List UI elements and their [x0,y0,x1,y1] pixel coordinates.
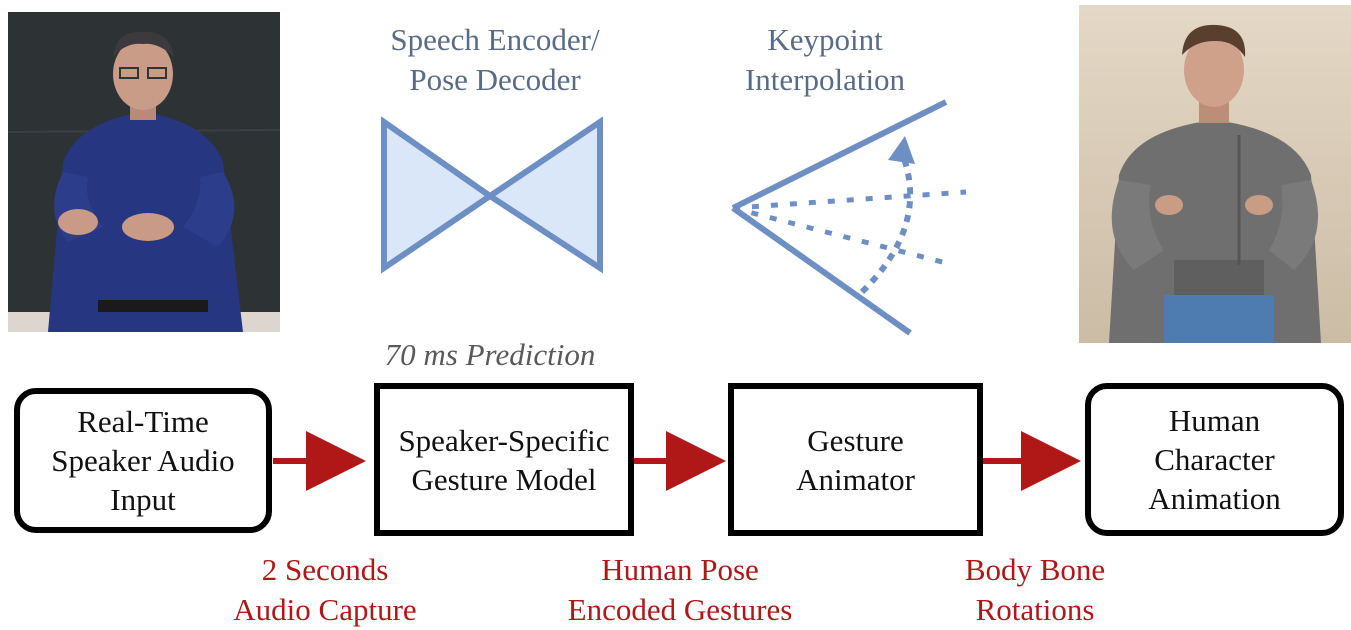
character-animation-box: Human Character Animation [1085,383,1344,536]
keypoint-interpolation-fan-icon [731,99,967,336]
encoder-decoder-title: Speech Encoder/ Pose Decoder [330,20,660,100]
interp-title-line: Keypoint Interpolation [744,22,906,97]
gesture-model-label: Speaker-Specific Gesture Model [398,422,610,497]
edge-label-encoded-gestures: Human Pose Encoded Gestures [567,552,793,627]
speaker-photo [8,12,280,332]
gesture-animator-label: Gesture Animator [796,422,915,497]
gesture-model-box: Speaker-Specific Gesture Model [374,383,634,536]
edge-label-bone-rotations: Body Bone Rotations [964,552,1106,627]
edge-label-audio-capture: 2 Seconds Audio Capture [233,552,417,627]
character-animation-label: Human Character Animation [1148,403,1281,516]
prediction-latency-label: 70 ms Prediction [384,337,596,372]
bowtie-encoder-decoder-icon [381,116,603,274]
audio-input-box: Real-Time Speaker Audio Input [14,388,272,533]
gesture-animator-box: Gesture Animator [728,383,983,536]
audio-input-label: Real-Time Speaker Audio Input [51,404,235,517]
keypoint-interpolation-title: Keypoint Interpolation [690,20,960,100]
avatar-render [1079,5,1351,343]
encoder-title-line: Speech Encoder/ Pose Decoder [390,22,600,97]
